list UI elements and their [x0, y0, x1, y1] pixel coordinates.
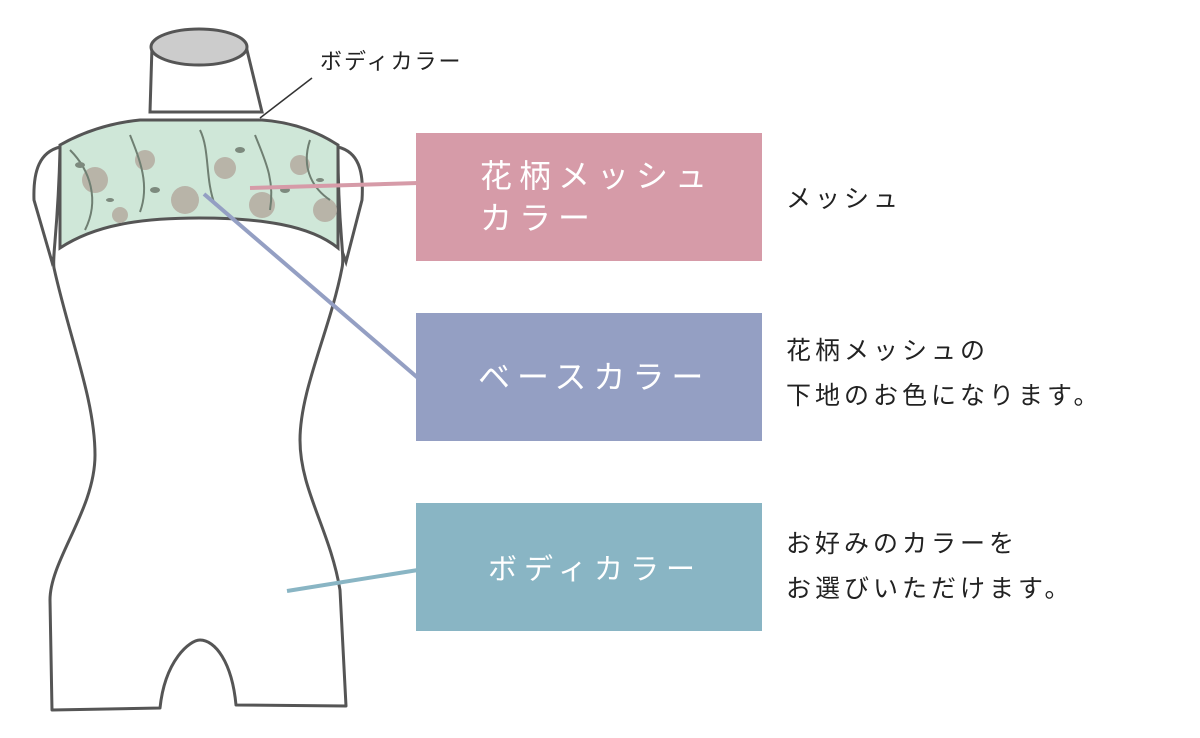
base-description-line1: 花柄メッシュの — [786, 336, 990, 365]
body-description-line1: お好みのカラーを — [786, 529, 1019, 558]
mesh-color-label-line1: 花柄メッシュ — [480, 157, 715, 195]
body-color-box: ボディカラー — [416, 503, 762, 631]
body-description-line2: お選びいただけます。 — [786, 574, 1074, 603]
leotard-body — [48, 148, 348, 712]
mesh-color-box: 花柄メッシュ カラー — [416, 133, 762, 261]
mesh-pointer-line — [249, 181, 419, 190]
body-color-label: ボディカラー — [488, 552, 702, 586]
base-description: 花柄メッシュの 下地のお色になります。 — [786, 328, 1103, 418]
body-description: お好みのカラーを お選びいただけます。 — [786, 521, 1074, 611]
mannequin-neck — [148, 27, 264, 114]
floral-pattern — [69, 129, 337, 231]
mesh-description-line1: メッシュ — [786, 184, 903, 213]
mesh-color-label-line2: カラー — [480, 199, 598, 237]
mesh-description: メッシュ — [786, 176, 902, 221]
neck-pointer-line — [259, 77, 313, 119]
floral-mesh-panel — [58, 118, 340, 252]
base-color-label: ベースカラー — [478, 358, 711, 396]
base-color-box: ベースカラー — [416, 313, 762, 441]
base-pointer-line — [202, 192, 420, 380]
mannequin-arms — [32, 145, 364, 268]
base-description-line2: 下地のお色になります。 — [786, 381, 1103, 410]
neck-color-label: ボディカラー — [320, 50, 463, 75]
body-pointer-line — [286, 568, 419, 593]
